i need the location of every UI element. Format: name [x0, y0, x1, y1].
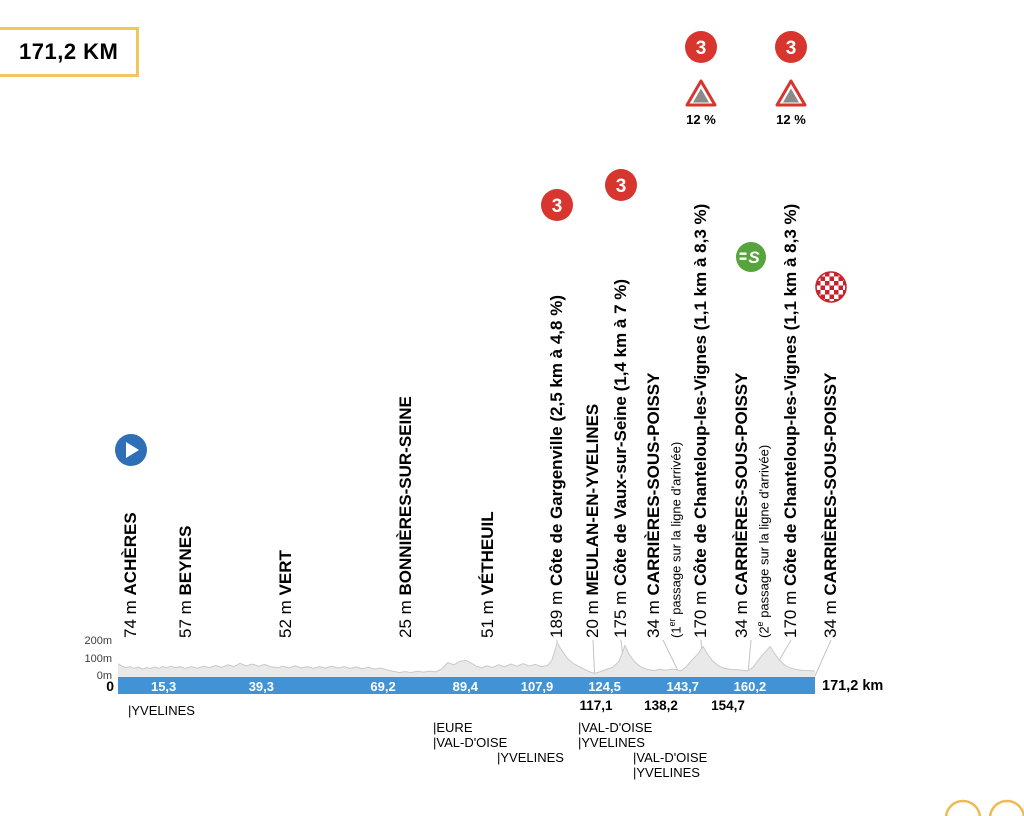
- waypoint-text: 189 m Côte de Gargenville (2,5 km à 4,8 …: [547, 295, 566, 638]
- department-label: |VAL-D'OISE: [433, 735, 508, 750]
- waypoint-label-ach-res: 74 m ACHÈRES: [121, 512, 140, 638]
- waypoint-label-c-te-de-vaux-sur-seine-1-4-km-7: 175 m Côte de Vaux-sur-Seine (1,4 km à 7…: [611, 278, 630, 638]
- category-3-climb-icon: 3: [539, 187, 575, 223]
- distance-bar: [118, 677, 815, 694]
- svg-text:3: 3: [786, 38, 797, 59]
- stage-nav-circle[interactable]: [988, 799, 1024, 816]
- department-label: |YVELINES: [578, 735, 645, 750]
- start-icon: [113, 432, 149, 468]
- waypoint-text: 57 m BEYNES: [176, 525, 195, 638]
- waypoint-label-vert: 52 m VERT: [276, 550, 295, 638]
- gradient-percent-label: 12 %: [686, 112, 716, 127]
- waypoint-text: 20 m MEULAN-EN-YVELINES: [583, 403, 602, 638]
- waypoint-note: (2e passage sur la ligne d'arrivée): [755, 444, 772, 638]
- distance-tick-label: 15,3: [150, 679, 177, 694]
- waypoint-text: 170 m Côte de Chanteloup-les-Vignes (1,1…: [781, 203, 800, 638]
- waypoint-text: 175 m Côte de Vaux-sur-Seine (1,4 km à 7…: [611, 278, 630, 638]
- distance-below-label: 154,7: [711, 698, 745, 713]
- waypoint-text: 34 m CARRIÈRES-SOUS-POISSY: [821, 372, 840, 638]
- svg-text:S: S: [748, 248, 760, 267]
- waypoint-label-v-theuil: 51 m VÉTHEUIL: [478, 511, 497, 638]
- distance-tick-label: 107,9: [520, 679, 554, 694]
- start-km-label: 0: [106, 678, 114, 694]
- total-distance-box: 171,2 KM: [0, 27, 140, 77]
- steep-gradient-warning-icon: [775, 78, 811, 114]
- waypoint-text: 25 m BONNIÈRES-SUR-SEINE: [396, 396, 415, 638]
- distance-below-label: 117,1: [579, 698, 613, 713]
- distance-below-label: 138,2: [644, 698, 678, 713]
- waypoint-label-beynes: 57 m BEYNES: [176, 525, 195, 638]
- category-3-climb-icon: 3: [683, 29, 719, 65]
- waypoint-text: 34 m CARRIÈRES-SOUS-POISSY: [732, 372, 751, 638]
- distance-tick-label: 143,7: [666, 679, 700, 694]
- elevation-area: [118, 643, 815, 677]
- waypoint-text: 52 m VERT: [276, 550, 295, 638]
- distance-tick-label: 124,5: [588, 679, 621, 694]
- distance-tick-label: 69,2: [370, 679, 396, 694]
- axis-200m-label: 200m: [84, 635, 112, 647]
- axis-0m-label: 0m: [96, 670, 112, 682]
- waypoint-note: (1er passage sur la ligne d'arrivée): [667, 441, 684, 638]
- elevation-outline: [117, 641, 816, 674]
- department-label: |YVELINES: [497, 750, 564, 765]
- axis-100m-label: 100m: [84, 653, 112, 665]
- waypoint-label-c-te-de-gargenville-2-5-km-4-8: 189 m Côte de Gargenville (2,5 km à 4,8 …: [547, 295, 566, 638]
- department-label: |VAL-D'OISE: [578, 720, 653, 735]
- category-3-climb-icon: 3: [603, 167, 639, 203]
- waypoint-label-c-te-de-chanteloup-les-vignes-1-1-km-8-3: 170 m Côte de Chanteloup-les-Vignes (1,1…: [781, 203, 800, 638]
- waypoint-text: 34 m CARRIÈRES-SOUS-POISSY: [644, 372, 663, 638]
- department-label: |YVELINES: [128, 703, 195, 718]
- waypoint-label-bonni-res-sur-seine: 25 m BONNIÈRES-SUR-SEINE: [396, 396, 415, 638]
- finish-icon: [813, 269, 849, 305]
- waypoint-label-carri-res-sous-poissy: 34 m CARRIÈRES-SOUS-POISSY: [821, 372, 840, 638]
- waypoint-text: 74 m ACHÈRES: [121, 512, 140, 638]
- sprint-icon: S: [733, 239, 769, 275]
- distance-tick-label: 160,2: [733, 679, 767, 694]
- category-3-climb-icon: 3: [773, 29, 809, 65]
- waypoint-label-carri-res-sous-poissy: 34 m CARRIÈRES-SOUS-POISSY(2e passage su…: [732, 372, 773, 638]
- waypoint-text: 51 m VÉTHEUIL: [478, 511, 497, 638]
- department-label: |EURE: [433, 720, 473, 735]
- svg-text:3: 3: [616, 176, 627, 197]
- leader-line: [592, 639, 596, 677]
- gradient-percent-label: 12 %: [776, 112, 806, 127]
- end-km-label: 171,2 km: [822, 678, 884, 694]
- waypoint-label-c-te-de-chanteloup-les-vignes-1-1-km-8-3: 170 m Côte de Chanteloup-les-Vignes (1,1…: [691, 203, 710, 638]
- svg-text:3: 3: [552, 196, 563, 217]
- svg-text:3: 3: [696, 38, 707, 59]
- distance-tick-label: 39,3: [248, 679, 274, 694]
- distance-tick-label: 89,4: [452, 679, 478, 694]
- waypoint-text: 170 m Côte de Chanteloup-les-Vignes (1,1…: [691, 203, 710, 638]
- waypoint-label-carri-res-sous-poissy: 34 m CARRIÈRES-SOUS-POISSY(1er passage s…: [644, 372, 685, 638]
- leader-line: [814, 639, 832, 677]
- department-label: |YVELINES: [633, 765, 700, 780]
- stage-nav-circle[interactable]: [944, 799, 982, 816]
- steep-gradient-warning-icon: [685, 78, 721, 114]
- waypoint-label-meulan-en-yvelines: 20 m MEULAN-EN-YVELINES: [583, 403, 602, 638]
- stage-nav: [944, 799, 1024, 816]
- department-label: |VAL-D'OISE: [633, 750, 708, 765]
- total-distance-label: 171,2 KM: [19, 39, 119, 64]
